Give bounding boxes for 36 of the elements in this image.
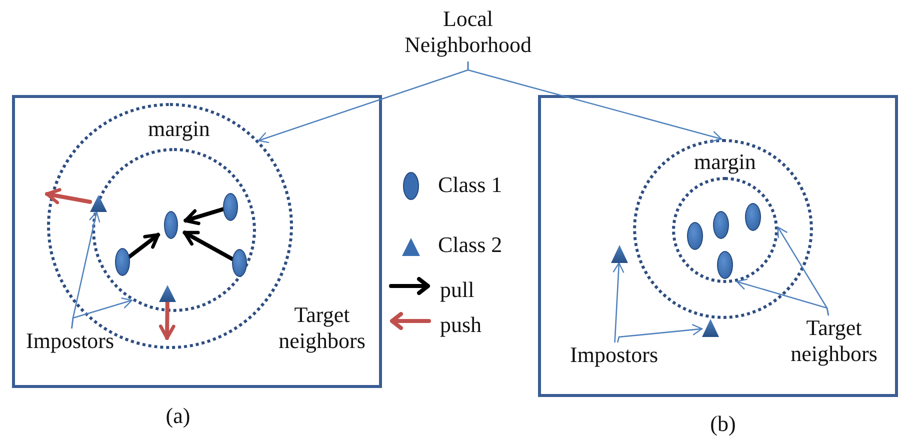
- arrow: [45, 188, 92, 204]
- margin-label: margin: [694, 149, 756, 175]
- legend-text: Class 2: [438, 232, 502, 258]
- ellipse-point: [223, 193, 238, 221]
- legend-text: push: [440, 312, 482, 338]
- callout-text: Target neighbors: [782, 315, 886, 371]
- callout-text: Impostors: [14, 328, 126, 356]
- ellipse-point: [717, 251, 733, 279]
- ellipse-point: [687, 222, 703, 250]
- triangle-point: [90, 195, 107, 212]
- dotted-circle: [633, 139, 813, 319]
- arrow: [182, 230, 234, 261]
- ellipse-point: [232, 249, 247, 277]
- callout-text: Local Neighborhood: [393, 6, 543, 62]
- ellipse-point: [164, 211, 178, 239]
- arrow: [158, 300, 176, 340]
- arrow: [127, 232, 160, 259]
- ellipse-point: [115, 248, 130, 276]
- ellipse-point: [713, 211, 729, 239]
- callout-text: Target neighbors: [272, 302, 372, 358]
- leader-line: [612, 262, 624, 343]
- panel-caption: (b): [709, 411, 737, 437]
- dotted-circle: [92, 148, 256, 312]
- ellipse-point: [745, 203, 761, 231]
- legend-text: pull: [440, 277, 474, 303]
- dotted-circle: [672, 177, 778, 283]
- arrow: [184, 207, 226, 226]
- leader-line: [617, 324, 703, 343]
- leader-line: [736, 278, 830, 316]
- callout-text: Impostors: [558, 342, 670, 370]
- panel-caption: (a): [164, 403, 192, 429]
- legend-text: Class 1: [438, 172, 502, 198]
- leader-line: [71, 298, 132, 329]
- margin-label: margin: [148, 116, 210, 142]
- leader-line: [467, 61, 722, 142]
- triangle-point: [702, 319, 719, 337]
